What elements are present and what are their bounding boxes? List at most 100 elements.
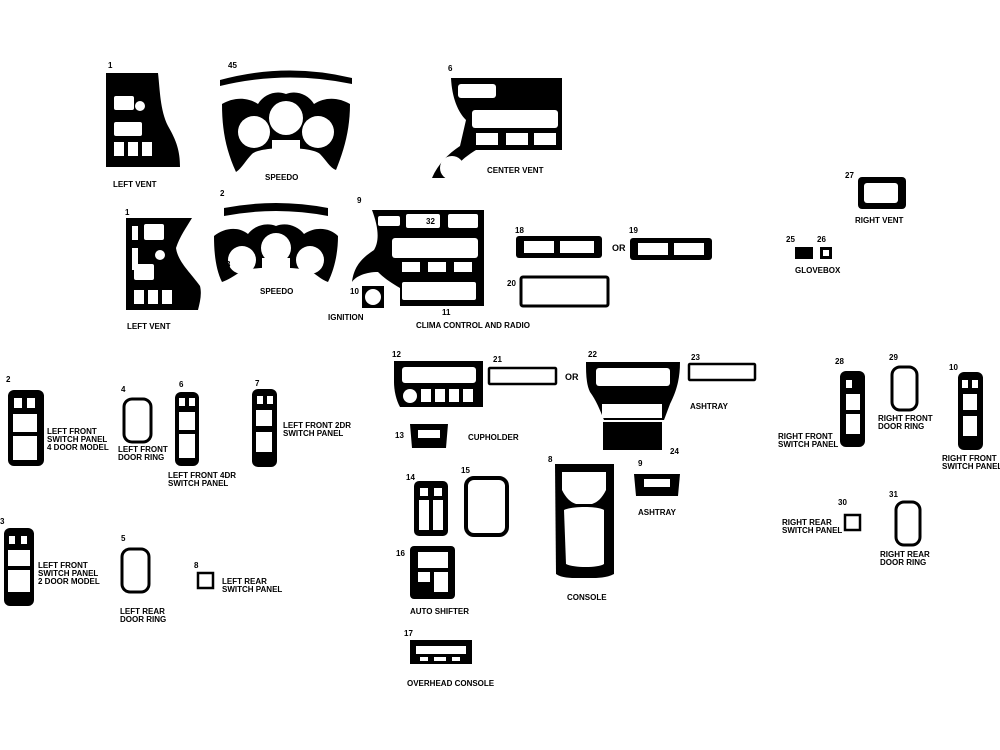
piece-number: 11 bbox=[442, 308, 451, 317]
piece-number: 21 bbox=[493, 355, 502, 364]
piece-number: 6 bbox=[448, 64, 453, 73]
piece-19-radio-trim-alt: 19 bbox=[629, 226, 712, 260]
piece-31-right-rear-door-ring: 31 RIGHT REAR DOOR RING bbox=[880, 490, 932, 567]
piece-number: 12 bbox=[392, 350, 401, 359]
piece-label: CUPHOLDER bbox=[468, 433, 519, 442]
piece-label: SPEEDO bbox=[265, 173, 298, 182]
piece-label: RIGHT FRONT SWITCH PANEL bbox=[778, 432, 838, 449]
piece-12-lower-bezel: 12 bbox=[392, 350, 483, 407]
piece-number: 1 bbox=[125, 208, 130, 217]
piece-label: RIGHT REAR DOOR RING bbox=[880, 550, 932, 567]
piece-number: 20 bbox=[507, 279, 516, 288]
piece-label: ASHTRAY bbox=[638, 508, 677, 517]
piece-number: 9 bbox=[638, 459, 643, 468]
piece-number: 10 bbox=[949, 363, 958, 372]
piece-20-radio-ring: 20 bbox=[507, 275, 610, 308]
piece-number: 6 bbox=[179, 380, 184, 389]
piece-3-speedo-mid: 3 SPEEDO bbox=[214, 224, 338, 296]
piece-24-ashtray-insert: 24 bbox=[603, 422, 679, 456]
piece-10-right-front-switch: 10 RIGHT FRONT SWITCH PANEL bbox=[942, 363, 1000, 471]
piece-21-trim-strip: 21 bbox=[487, 355, 558, 386]
piece-number: 29 bbox=[889, 353, 898, 362]
piece-number: 13 bbox=[395, 431, 404, 440]
piece-number: 26 bbox=[817, 235, 826, 244]
piece-number: 19 bbox=[629, 226, 638, 235]
or-text: OR bbox=[565, 372, 579, 382]
piece-label: LEFT VENT bbox=[113, 180, 157, 189]
piece-number: 15 bbox=[461, 466, 470, 475]
piece-2-speedo-visor: 2 bbox=[220, 189, 328, 216]
piece-1-left-vent-top: 1 LEFT VENT bbox=[106, 61, 180, 189]
piece-8-console: 8 CONSOLE bbox=[548, 455, 614, 602]
piece-15-ring: 15 bbox=[461, 466, 509, 537]
piece-label: LEFT FRONT 4DR SWITCH PANEL bbox=[168, 471, 238, 488]
piece-label: LEFT FRONT 2DR SWITCH PANEL bbox=[283, 421, 353, 438]
piece-number: 31 bbox=[889, 490, 898, 499]
piece-5-left-rear-door-ring: 5 LEFT REAR DOOR RING bbox=[120, 534, 166, 624]
piece-number: 22 bbox=[588, 350, 597, 359]
piece-number: 24 bbox=[670, 447, 679, 456]
piece-number: 4 bbox=[121, 385, 126, 394]
or-text: OR bbox=[612, 243, 626, 253]
piece-27-right-vent: 27 RIGHT VENT bbox=[845, 171, 906, 225]
piece-number: 5 bbox=[121, 534, 126, 543]
piece-28-right-front-switch: 28 RIGHT FRONT SWITCH PANEL bbox=[778, 357, 865, 449]
piece-number: 10 bbox=[350, 287, 359, 296]
piece-45-speedo-visor: 45 bbox=[220, 61, 352, 86]
piece-label: LEFT FRONT SWITCH PANEL 4 DOOR MODEL bbox=[47, 427, 109, 452]
piece-22-lower-bezel-alt: 22 bbox=[586, 350, 680, 420]
piece-23-ashtray-strip: 23 ASHTRAY bbox=[687, 353, 757, 411]
piece-number: 8 bbox=[548, 455, 553, 464]
piece-number: 25 bbox=[786, 235, 795, 244]
piece-16-auto-shifter: 16 AUTO SHIFTER bbox=[396, 546, 469, 616]
piece-number: 5 bbox=[231, 123, 236, 132]
piece-label: CLIMA CONTROL AND RADIO bbox=[416, 321, 530, 330]
piece-number: 30 bbox=[838, 498, 847, 507]
piece-3-left-front-switch-2dr: 3 LEFT FRONT SWITCH PANEL 2 DOOR MODEL bbox=[0, 517, 100, 606]
piece-number: 18 bbox=[515, 226, 524, 235]
piece-number: 14 bbox=[406, 473, 415, 482]
piece-9-ashtray: 9 ASHTRAY bbox=[634, 459, 680, 517]
piece-10-ignition: 10 IGNITION bbox=[328, 286, 384, 322]
piece-number: 45 bbox=[228, 61, 237, 70]
piece-label: AUTO SHIFTER bbox=[410, 607, 469, 616]
piece-number: 2 bbox=[220, 189, 225, 198]
piece-number: 1 bbox=[108, 61, 113, 70]
piece-label: CONSOLE bbox=[567, 593, 607, 602]
piece-4-left-front-door-ring: 4 LEFT FRONT DOOR RING bbox=[118, 385, 170, 462]
piece-number: 17 bbox=[404, 629, 413, 638]
piece-label: RIGHT VENT bbox=[855, 216, 904, 225]
piece-label: LEFT VENT bbox=[127, 322, 171, 331]
piece-number: 2 bbox=[6, 375, 11, 384]
piece-13-cupholder: 13 CUPHOLDER bbox=[395, 424, 519, 448]
piece-label: OVERHEAD CONSOLE bbox=[407, 679, 495, 688]
piece-label: RIGHT REAR SWITCH PANEL bbox=[782, 518, 842, 535]
piece-2-left-front-switch-4dr: 2 LEFT FRONT SWITCH PANEL 4 DOOR MODEL bbox=[6, 375, 109, 466]
piece-number: 28 bbox=[835, 357, 844, 366]
piece-label: GLOVEBOX bbox=[795, 266, 841, 275]
piece-6-center-vent: 6 CENTER VENT bbox=[432, 64, 562, 180]
piece-8-left-rear-switch: 8 LEFT REAR SWITCH PANEL bbox=[194, 561, 282, 594]
piece-number: 3 bbox=[0, 517, 5, 526]
piece-number: 8 bbox=[194, 561, 199, 570]
piece-number: 23 bbox=[691, 353, 700, 362]
piece-number: 3 bbox=[226, 260, 231, 269]
piece-number: 16 bbox=[396, 549, 405, 558]
piece-29-right-front-door-ring: 29 RIGHT FRONT DOOR RING bbox=[878, 353, 933, 431]
piece-number: 32 bbox=[426, 217, 435, 226]
piece-5-speedo-top: 5 SPEEDO bbox=[222, 92, 350, 182]
piece-label: LEFT FRONT SWITCH PANEL 2 DOOR MODEL bbox=[38, 561, 100, 586]
piece-label: LEFT FRONT DOOR RING bbox=[118, 445, 170, 462]
piece-18-radio-trim: 18 bbox=[515, 226, 602, 258]
piece-label: SPEEDO bbox=[260, 287, 293, 296]
piece-label: ASHTRAY bbox=[690, 402, 729, 411]
piece-number: 9 bbox=[357, 196, 362, 205]
piece-label: RIGHT FRONT SWITCH PANEL bbox=[942, 454, 1000, 471]
piece-30-right-rear-switch: 30 RIGHT REAR SWITCH PANEL bbox=[782, 498, 862, 535]
piece-1-left-vent-mid: 1 LEFT VENT bbox=[125, 208, 201, 331]
piece-14-switch-bezel: 14 bbox=[406, 473, 448, 536]
piece-17-overhead-console: 17 OVERHEAD CONSOLE bbox=[404, 629, 495, 688]
piece-label: LEFT REAR SWITCH PANEL bbox=[222, 577, 282, 594]
piece-label: CENTER VENT bbox=[487, 166, 544, 175]
